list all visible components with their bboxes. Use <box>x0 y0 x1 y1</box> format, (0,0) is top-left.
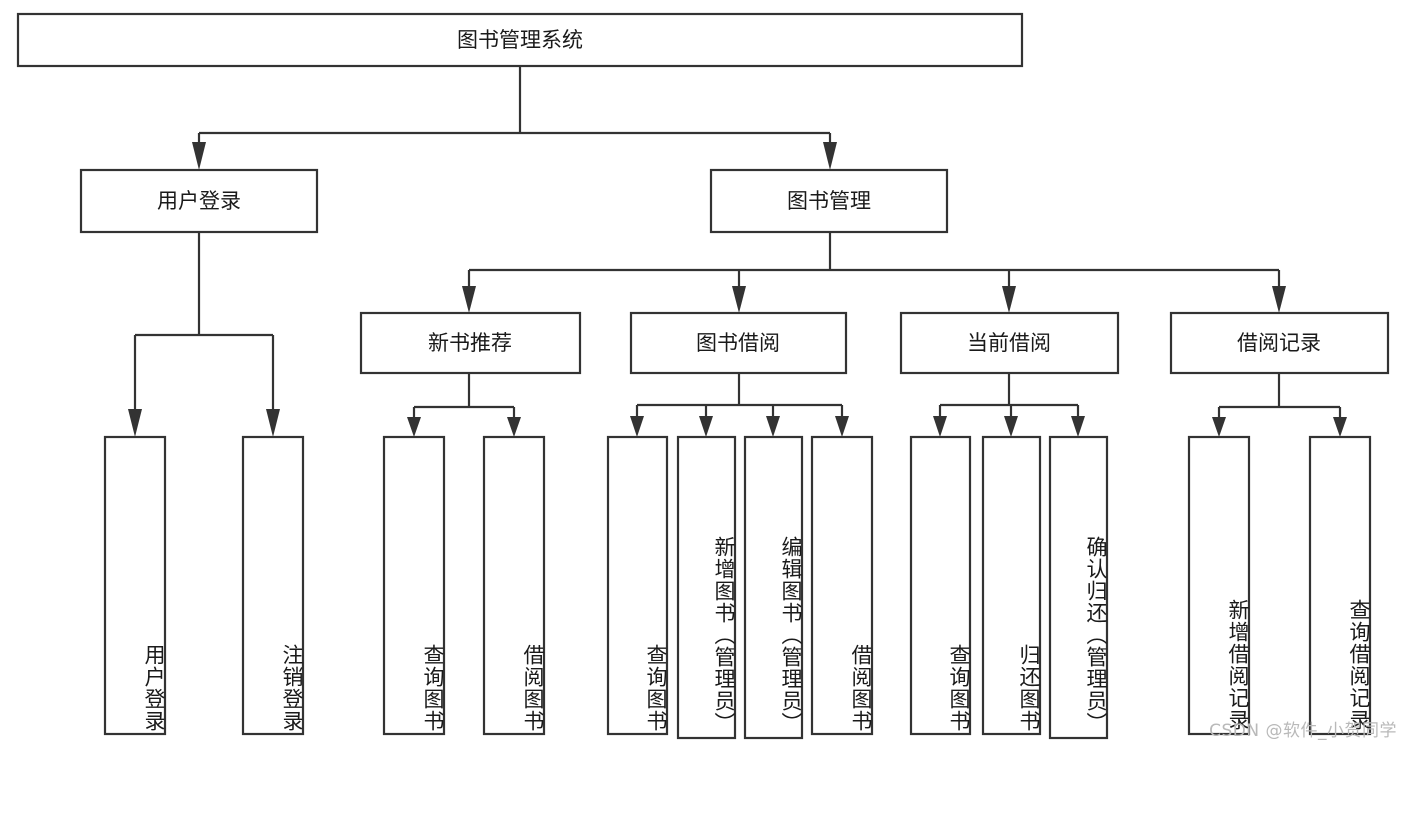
arrow-head-leaf-query-book-2 <box>630 416 644 437</box>
node-box-leaf-logout-login[interactable] <box>241 435 305 736</box>
node-box-leaf-borrow-book-1[interactable] <box>482 435 546 736</box>
node-box-leaf-return-book[interactable] <box>981 435 1042 736</box>
node-label-current-borrow: 当前借阅 <box>967 331 1051 355</box>
node-layer: 图书管理系统 用户登录 图书管理 新书推荐 图书借阅 当前借阅 借阅记录 <box>16 12 1390 740</box>
arrow-head-leaf-confirm-return-admin <box>1071 416 1085 437</box>
node-label-root: 图书管理系统 <box>457 28 583 52</box>
arrow-head-leaf-logout-login <box>266 409 280 437</box>
arrow-head-leaf-query-book-1 <box>407 417 421 437</box>
node-box-leaf-edit-book-admin[interactable] <box>743 435 804 740</box>
node-label-book-borrow: 图书借阅 <box>696 331 780 355</box>
node-label-user-login: 用户登录 <box>157 189 241 213</box>
arrow-head-borrow-record <box>1272 286 1286 313</box>
watermark-text: CSDN @软件_小贺同学 <box>1209 721 1397 741</box>
node-box-new-book-recommend[interactable] <box>359 311 582 375</box>
node-box-leaf-query-book-2[interactable] <box>606 435 669 736</box>
arrow-head-leaf-user-login <box>128 409 142 437</box>
arrow-head-leaf-borrow-book-1 <box>507 417 521 437</box>
node-box-leaf-query-book-3[interactable] <box>909 435 972 736</box>
node-box-leaf-borrow-book-2[interactable] <box>810 435 874 736</box>
node-box-root[interactable] <box>16 12 1024 68</box>
node-box-book-management[interactable] <box>709 168 949 234</box>
node-box-leaf-add-book-admin[interactable] <box>676 435 737 740</box>
flowchart-svg: 图书管理系统 用户登录 图书管理 新书推荐 图书借阅 当前借阅 借阅记录 <box>16 12 1390 740</box>
arrow-head-leaf-query-book-3 <box>933 416 947 437</box>
node-box-current-borrow[interactable] <box>899 311 1120 375</box>
arrow-head-new-book-recommend <box>462 286 476 313</box>
node-box-leaf-add-borrow-record[interactable] <box>1187 435 1251 736</box>
arrow-head-current-borrow <box>1002 286 1016 313</box>
arrow-head-leaf-return-book <box>1004 416 1018 437</box>
arrow-head-user-login <box>192 142 206 170</box>
arrow-head-leaf-edit-book-admin <box>766 416 780 437</box>
node-box-book-borrow[interactable] <box>629 311 848 375</box>
node-label-new-book-recommend: 新书推荐 <box>428 331 512 355</box>
node-box-user-login[interactable] <box>79 168 319 234</box>
arrow-head-leaf-add-book-admin <box>699 416 713 437</box>
arrow-head-leaf-add-borrow-record <box>1212 417 1226 437</box>
flowchart-canvas: 图书管理系统 用户登录 图书管理 新书推荐 图书借阅 当前借阅 借阅记录 <box>16 12 1397 741</box>
arrow-head-leaf-query-borrow-record <box>1333 417 1347 437</box>
node-box-leaf-query-book-1[interactable] <box>382 435 446 736</box>
node-label-borrow-record: 借阅记录 <box>1237 331 1321 355</box>
arrow-head-book-management <box>823 142 837 170</box>
node-box-borrow-record[interactable] <box>1169 311 1390 375</box>
arrow-head-book-borrow <box>732 286 746 313</box>
node-box-leaf-confirm-return-admin[interactable] <box>1048 435 1109 740</box>
node-box-leaf-query-borrow-record[interactable] <box>1308 435 1372 736</box>
node-box-leaf-user-login[interactable] <box>103 435 167 736</box>
connector-layer <box>128 66 1347 437</box>
node-label-book-management: 图书管理 <box>787 189 871 213</box>
arrow-head-leaf-borrow-book-2 <box>835 416 849 437</box>
